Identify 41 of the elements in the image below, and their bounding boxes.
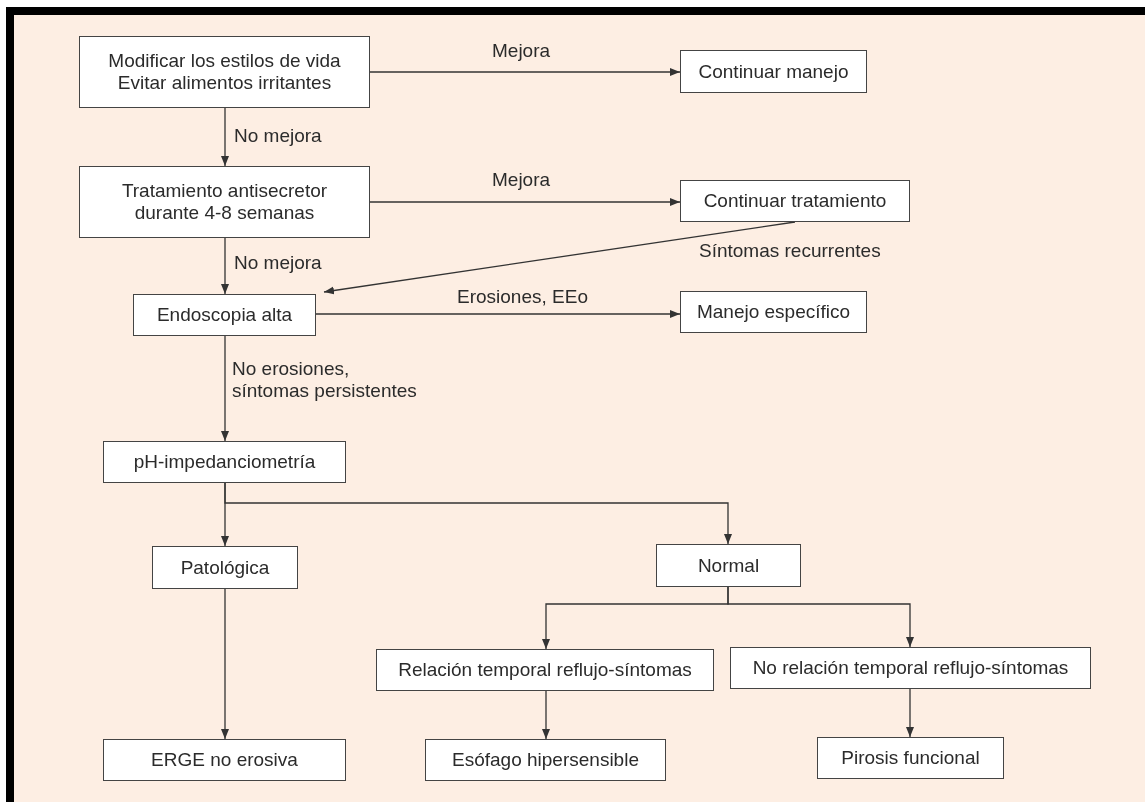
arrow <box>221 107 229 167</box>
box-text: Continuar tratamiento <box>703 190 887 212</box>
arrow <box>224 482 732 545</box>
box-text: Patológica <box>180 556 270 579</box>
process-box <box>425 739 666 781</box>
process-box <box>680 50 867 93</box>
box-text: Tratamiento antisecretor durante 4-8 semanas <box>120 180 329 224</box>
process-box <box>79 36 370 108</box>
box-text: pH-impedanciometría <box>133 451 316 473</box>
box-text: Manejo específico <box>696 301 851 323</box>
arrow <box>323 221 796 295</box>
process-box <box>680 291 867 333</box>
process-box <box>730 647 1091 689</box>
arrow <box>369 68 681 76</box>
process-box <box>133 294 316 336</box>
box-text: Continuar manejo <box>698 60 849 83</box>
process-box <box>152 546 298 589</box>
arrow <box>221 237 229 295</box>
arrow <box>542 690 550 740</box>
box-text: No relación temporal reflujo-síntomas <box>752 657 1069 679</box>
box-text: ERGE no erosiva <box>151 749 298 771</box>
process-box <box>79 166 370 238</box>
process-box <box>817 737 1004 779</box>
process-box <box>656 544 801 587</box>
box-text: Normal <box>697 554 760 577</box>
arrow <box>727 586 914 648</box>
box-text: Endoscopia alta <box>156 304 293 326</box>
process-box <box>680 180 910 222</box>
box-text: Esófago hipersensible <box>452 749 639 771</box>
arrow <box>221 588 229 740</box>
arrow <box>221 335 229 442</box>
box-text: Relación temporal reflujo-síntomas <box>398 659 692 681</box>
process-box <box>376 649 714 691</box>
arrow <box>315 310 681 318</box>
arrow <box>906 688 914 738</box>
process-box <box>103 441 346 483</box>
box-text: Evitar alimentos irritantes <box>117 72 332 94</box>
box-text: Pirosis funcional <box>841 747 980 769</box>
box-text: Modificar los estilos de vida <box>108 50 341 72</box>
process-box <box>103 739 346 781</box>
arrow <box>369 198 681 206</box>
